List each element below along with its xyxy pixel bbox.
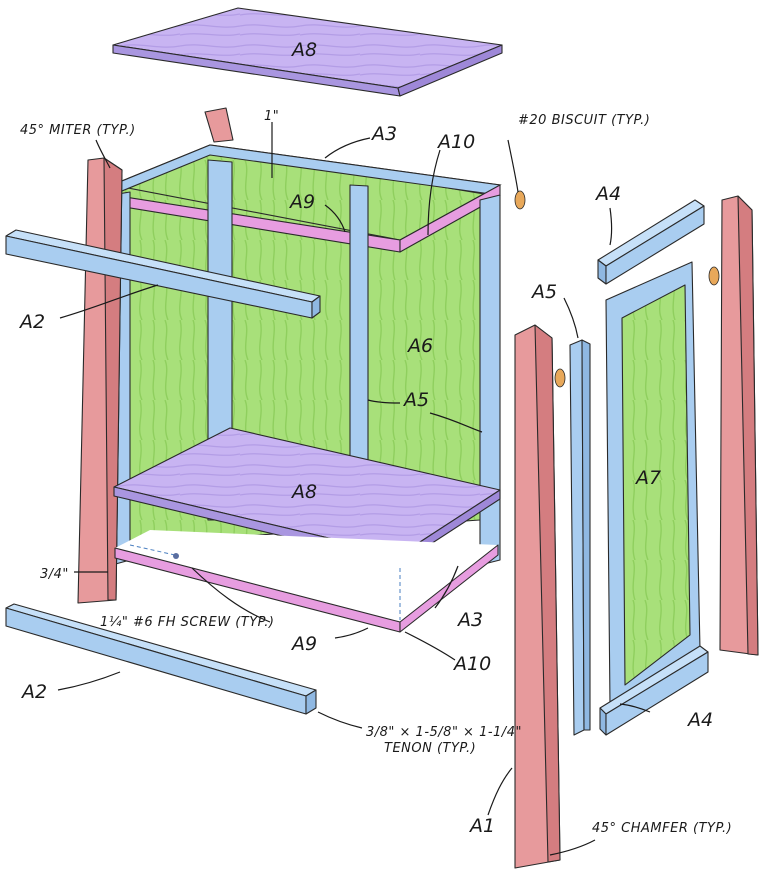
label-a5-door: A5 — [530, 281, 557, 303]
front-left-leg — [77, 157, 123, 604]
door-rail-a4-bottom — [599, 645, 709, 736]
label-a9-bottom: A9 — [290, 633, 317, 655]
label-a4-bottom: A4 — [686, 709, 713, 731]
note-screw: 1¼" #6 FH SCREW (TYP.) — [100, 615, 274, 630]
note-chamfer: 45° CHAMFER (TYP.) — [592, 821, 732, 836]
note-one-inch: 1" — [264, 109, 279, 124]
label-a8-top: A8 — [290, 39, 317, 61]
top-panel-a8 — [112, 7, 503, 97]
side-rail-a2-upper — [5, 229, 321, 319]
case-stiles-a5 — [111, 159, 501, 566]
label-a2-lower: A2 — [20, 681, 47, 703]
note-tenon-dims: 3/8" × 1-5/8" × 1-1/4" — [366, 725, 522, 740]
note-biscuit: #20 BISCUIT (TYP.) — [518, 113, 650, 128]
label-a10-top: A10 — [436, 131, 475, 153]
label-a4-top: A4 — [594, 183, 621, 205]
rear-right-leg — [708, 195, 759, 656]
label-a8-shelf: A8 — [290, 481, 317, 503]
note-tenon: TENON (TYP.) — [384, 741, 476, 756]
front-leg-a1 — [514, 324, 566, 869]
bottom-frame — [114, 530, 499, 633]
label-a3-bottom: A3 — [456, 609, 483, 631]
notes: 45° MITER (TYP.) 1" #20 BISCUIT (TYP.) 3… — [20, 109, 732, 836]
note-miter: 45° MITER (TYP.) — [20, 123, 136, 138]
part-labels: A8 A3 A10 A9 A4 A5 A2 A6 A5 A8 A7 A3 A9 … — [18, 39, 713, 837]
note-three-quarter: 3/4" — [40, 567, 69, 582]
label-a3-top: A3 — [370, 123, 397, 145]
leader-lines — [57, 122, 651, 856]
label-a1: A1 — [468, 815, 495, 837]
label-a6: A6 — [406, 335, 433, 357]
back-leg — [204, 107, 234, 143]
side-rail-a2-lower — [5, 603, 317, 715]
door-stile-a5 — [569, 339, 591, 736]
door-rail-a4-top — [597, 199, 705, 285]
label-a7: A7 — [634, 467, 661, 489]
label-a9-top: A9 — [288, 191, 315, 213]
biscuit-icon — [514, 190, 526, 210]
label-a2-upper: A2 — [18, 311, 45, 333]
label-a10-bottom: A10 — [452, 653, 491, 675]
label-a5-frame: A5 — [402, 389, 429, 411]
door-panel-a7 — [605, 261, 701, 706]
